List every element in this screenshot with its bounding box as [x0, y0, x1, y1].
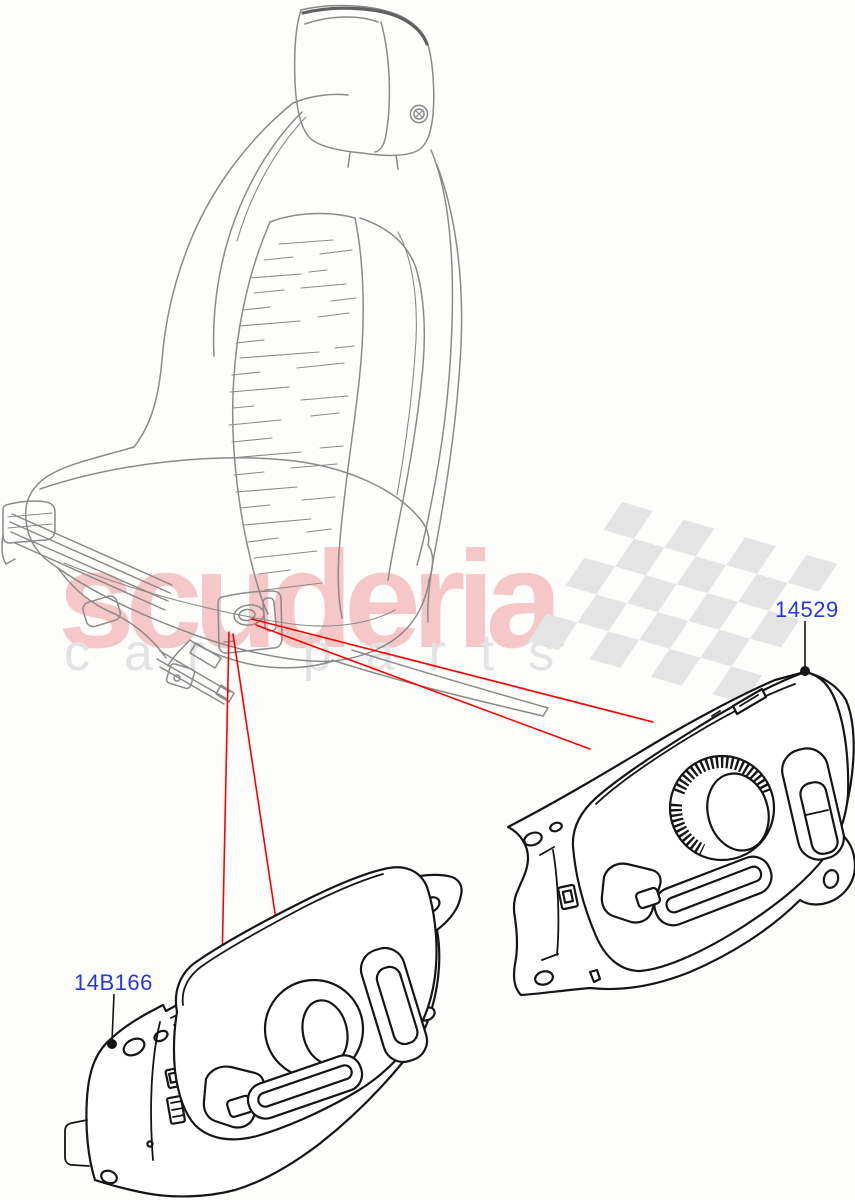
seat-stitching — [228, 239, 357, 591]
part-label-14b166[interactable]: 14B166 — [74, 970, 153, 995]
seat-switch-mount-panel — [217, 590, 283, 654]
part-label-14529[interactable]: 14529 — [775, 597, 839, 622]
seat-rails — [1, 500, 235, 705]
headrest-emblem-icon — [409, 104, 429, 124]
part-14b166-drawing — [64, 866, 463, 1198]
seat-illustration — [1, 4, 549, 717]
leader-lines — [107, 621, 810, 1049]
part-14529-drawing — [506, 670, 855, 997]
callout-lines — [221, 618, 654, 966]
